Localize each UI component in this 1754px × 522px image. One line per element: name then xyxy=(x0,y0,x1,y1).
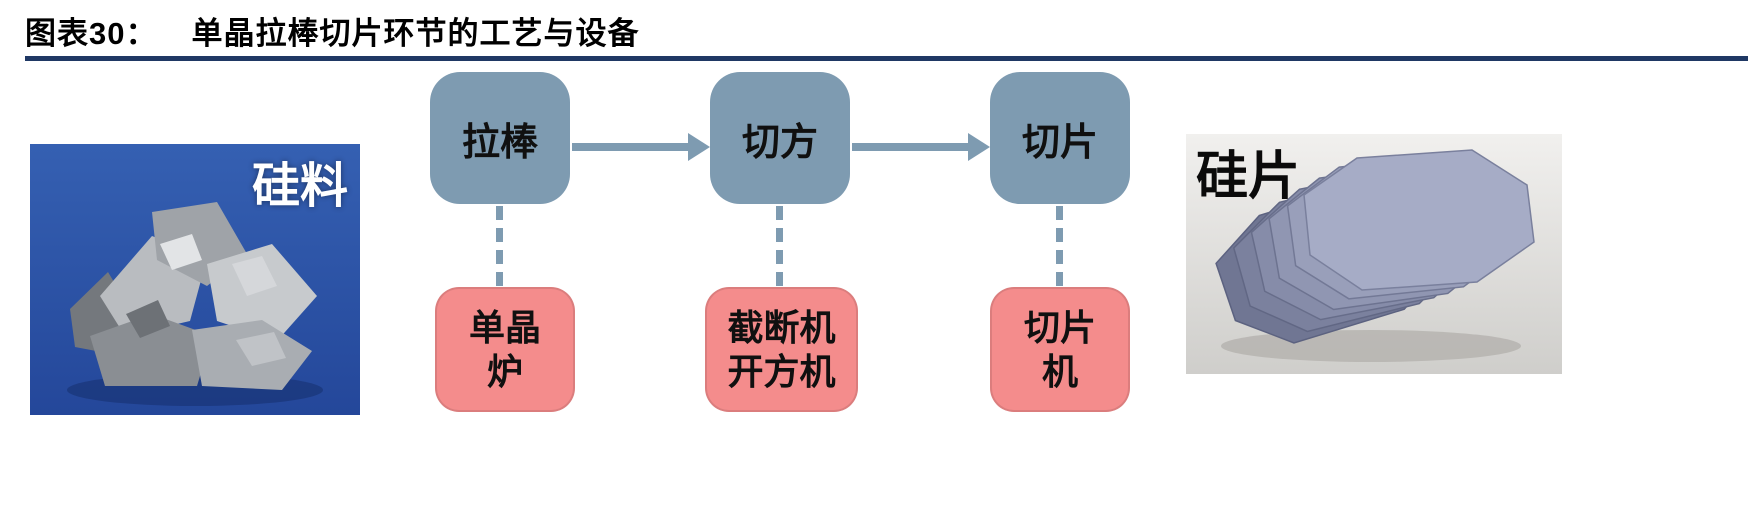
equipment-label-line: 单晶 xyxy=(468,306,541,348)
step-box-slicing: 切片 xyxy=(990,72,1130,204)
silicon-material-photo: 硅料 xyxy=(30,144,360,415)
equipment-label-line: 截断机 xyxy=(727,306,836,348)
arrow-shaft xyxy=(572,143,690,151)
equipment-label-line: 炉 xyxy=(486,350,523,392)
silicon-material-caption: 硅料 xyxy=(251,160,348,213)
arrow-head-icon xyxy=(968,133,990,161)
flow-arrow-1 xyxy=(572,133,710,161)
equipment-box-furnace: 单晶 炉 xyxy=(435,287,575,412)
figure-number: 图表30： xyxy=(25,16,158,51)
step-box-squaring: 切方 xyxy=(710,72,850,204)
figure-header: 图表30： 单晶拉棒切片环节的工艺与设备 xyxy=(25,8,639,53)
equipment-box-cutter-squarer: 截断机 开方机 xyxy=(705,287,858,412)
header-divider xyxy=(25,56,1748,61)
dashed-connector-1 xyxy=(496,206,503,286)
flow-arrow-2 xyxy=(852,133,990,161)
silicon-wafers-illustration xyxy=(1186,134,1562,374)
equipment-label-line: 机 xyxy=(1041,350,1078,392)
dashed-connector-3 xyxy=(1056,206,1063,286)
dashed-connector-2 xyxy=(776,206,783,286)
equipment-label-line: 切片 xyxy=(1023,306,1096,348)
figure-title: 单晶拉棒切片环节的工艺与设备 xyxy=(191,16,640,51)
arrow-shaft xyxy=(852,143,970,151)
arrow-head-icon xyxy=(688,133,710,161)
silicon-chunks-illustration xyxy=(30,144,360,415)
silicon-wafer-caption: 硅片 xyxy=(1196,148,1301,206)
equipment-label-line: 开方机 xyxy=(727,350,836,392)
silicon-wafer-photo: 硅片 xyxy=(1186,134,1562,374)
equipment-box-slicer: 切片 机 xyxy=(990,287,1130,412)
step-box-pulling: 拉棒 xyxy=(430,72,570,204)
